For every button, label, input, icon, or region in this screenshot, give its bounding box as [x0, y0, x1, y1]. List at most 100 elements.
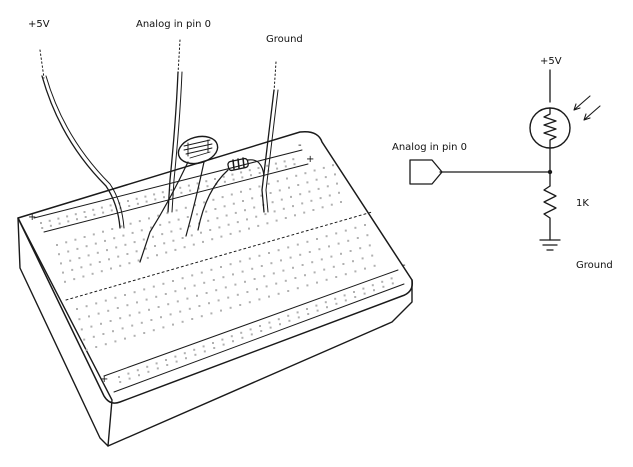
breadboard-hole	[179, 227, 182, 230]
breadboard-hole	[196, 182, 199, 185]
breadboard-hole	[131, 231, 134, 234]
breadboard-hole	[306, 181, 309, 184]
breadboard-hole	[256, 288, 258, 291]
breadboard-hole	[222, 343, 225, 346]
breadboard-hole	[162, 282, 165, 285]
breadboard-hole	[296, 311, 299, 314]
breadboard-hole	[198, 305, 201, 307]
breadboard-hole	[272, 272, 275, 275]
breadboard-hole	[238, 230, 241, 233]
breadboard-hole	[236, 221, 239, 224]
breadboard-hole	[250, 333, 253, 336]
breadboard-hole	[257, 224, 260, 227]
breadboard-hole	[212, 198, 215, 201]
breadboard-hole	[119, 264, 122, 267]
breadboard-hole	[102, 230, 104, 233]
breadboard-hole	[92, 208, 95, 211]
breadboard-hole	[293, 163, 296, 166]
breadboard-hole	[311, 261, 314, 264]
breadboard-hole	[225, 214, 228, 217]
breadboard-hole	[140, 229, 143, 232]
breadboard-hole	[112, 330, 114, 333]
breadboard-hole	[222, 175, 225, 178]
breadboard-hole	[197, 187, 200, 190]
wire-5v-dotted	[39, 49, 45, 79]
breadboard-hole	[244, 280, 246, 283]
breadboard-hole	[220, 235, 223, 238]
breadboard-hole	[95, 346, 98, 348]
breadboard-hole	[106, 249, 108, 252]
breadboard-hole	[156, 367, 159, 370]
breadboard-hole	[362, 287, 365, 290]
breadboard-hole	[190, 234, 193, 237]
breadboard-hole	[110, 209, 113, 212]
breadboard-hole	[320, 258, 323, 261]
breadboard-hole	[179, 186, 182, 189]
breadboard-hole	[276, 180, 279, 183]
breadboard-hole	[283, 160, 286, 163]
breadboard-hole	[260, 265, 263, 267]
breadboard-hole	[143, 332, 146, 334]
breadboard-hole	[229, 263, 232, 266]
breadboard-hole	[318, 248, 321, 251]
breadboard-hole	[82, 275, 85, 278]
breadboard-hole	[286, 177, 288, 180]
breadboard-hole	[119, 381, 122, 383]
breadboard-hole	[153, 193, 156, 196]
breadboard-hole	[156, 254, 158, 257]
breadboard-holes	[40, 158, 394, 383]
breadboard-hole	[90, 325, 93, 328]
breadboard-hole	[69, 259, 72, 262]
breadboard-hole	[294, 277, 297, 279]
breadboard-hole	[231, 173, 234, 176]
breadboard-hole	[268, 252, 270, 254]
breadboard-hole	[186, 297, 189, 300]
breadboard-hole	[172, 239, 175, 242]
breadboard-hole	[144, 247, 147, 250]
breadboard-hole	[343, 294, 346, 297]
light-arrow-1	[573, 95, 591, 111]
breadboard-hole	[98, 261, 101, 263]
breadboard-hole	[73, 278, 76, 281]
breadboard-hole	[115, 246, 118, 249]
breadboard-hole	[181, 277, 184, 280]
breadboard-hole	[116, 307, 119, 309]
schematic-label-analog-in: Analog in pin 0	[392, 142, 467, 153]
breadboard-hole	[196, 294, 198, 297]
breadboard-hole	[89, 263, 92, 266]
breadboard-hole	[113, 237, 116, 240]
breadboard-hole	[364, 267, 366, 270]
breadboard-hole	[264, 213, 267, 216]
breadboard-hole	[214, 208, 217, 210]
wire-ground-inner	[265, 89, 279, 213]
breadboard-hole	[292, 158, 295, 161]
breadboard-hole	[268, 295, 270, 298]
breadboard-hole	[194, 353, 197, 356]
breadboard-hole	[316, 238, 318, 240]
breadboard-hole	[269, 192, 272, 194]
rail-plus-bottomleft: +	[100, 374, 108, 385]
breadboard-hole	[259, 325, 261, 327]
breadboard-hole	[164, 293, 167, 295]
breadboard-hole	[315, 304, 318, 307]
breadboard-hole	[85, 245, 88, 248]
resistor-component	[197, 157, 265, 231]
breadboard-hole	[265, 285, 268, 288]
breadboard-hole	[126, 304, 129, 307]
breadboard-hole	[41, 227, 44, 229]
breadboard-hole	[100, 270, 103, 273]
breadboard-hole	[217, 299, 220, 302]
breadboard-hole	[313, 271, 316, 274]
breadboard-hole	[92, 233, 95, 236]
breadboard-hole	[191, 318, 194, 320]
breadboard-hole	[288, 186, 290, 189]
breadboard-hole	[213, 347, 216, 349]
breadboard-hole	[174, 290, 177, 293]
breadboard-hole	[212, 342, 214, 344]
breadboard-hole	[310, 199, 313, 202]
breadboard-hole	[229, 232, 232, 235]
breadboard-hole	[148, 308, 150, 311]
breadboard-hole	[361, 257, 364, 260]
breadboard-hole	[330, 255, 333, 258]
